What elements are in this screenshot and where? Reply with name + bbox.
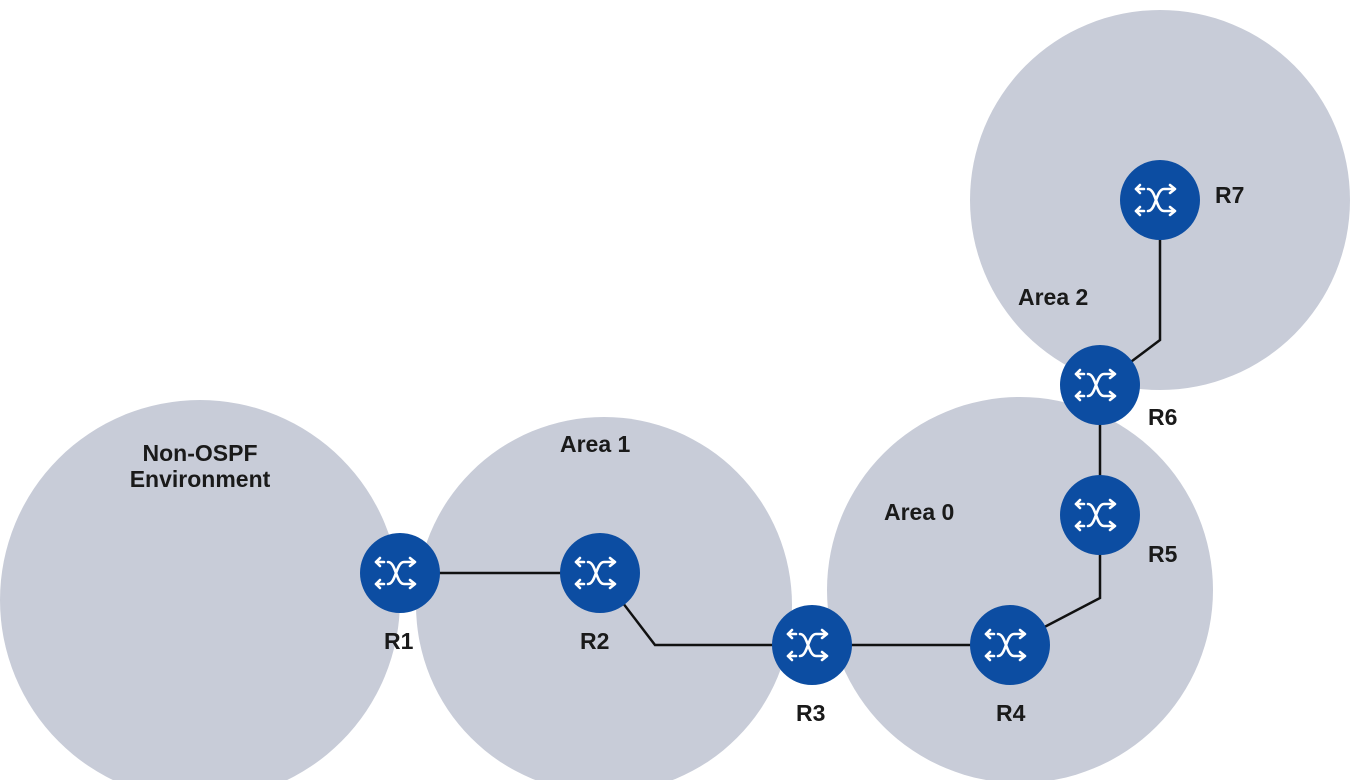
router-label-r5: R5: [1148, 541, 1178, 567]
area-label-non-ospf: Non-OSPF Environment: [129, 440, 271, 492]
router-r4-icon: [968, 603, 1052, 687]
router-r5-icon: [1058, 473, 1142, 557]
router-r2-icon: [558, 531, 642, 615]
non-ospf-environment-region: [0, 400, 400, 780]
router-label-r1: R1: [384, 628, 414, 654]
router-r1-icon: [358, 531, 442, 615]
router-label-r6: R6: [1148, 404, 1178, 430]
area-label-area-1: Area 1: [560, 431, 631, 457]
router-label-r3: R3: [796, 700, 826, 726]
router-label-r7: R7: [1215, 182, 1245, 208]
router-r7-icon: [1118, 158, 1202, 242]
router-r6-icon: [1058, 343, 1142, 427]
area-label-area-0: Area 0: [884, 499, 955, 525]
area-label-area-2: Area 2: [1018, 284, 1089, 310]
router-r3-icon: [770, 603, 854, 687]
router-label-r2: R2: [580, 628, 610, 654]
router-label-r4: R4: [996, 700, 1026, 726]
